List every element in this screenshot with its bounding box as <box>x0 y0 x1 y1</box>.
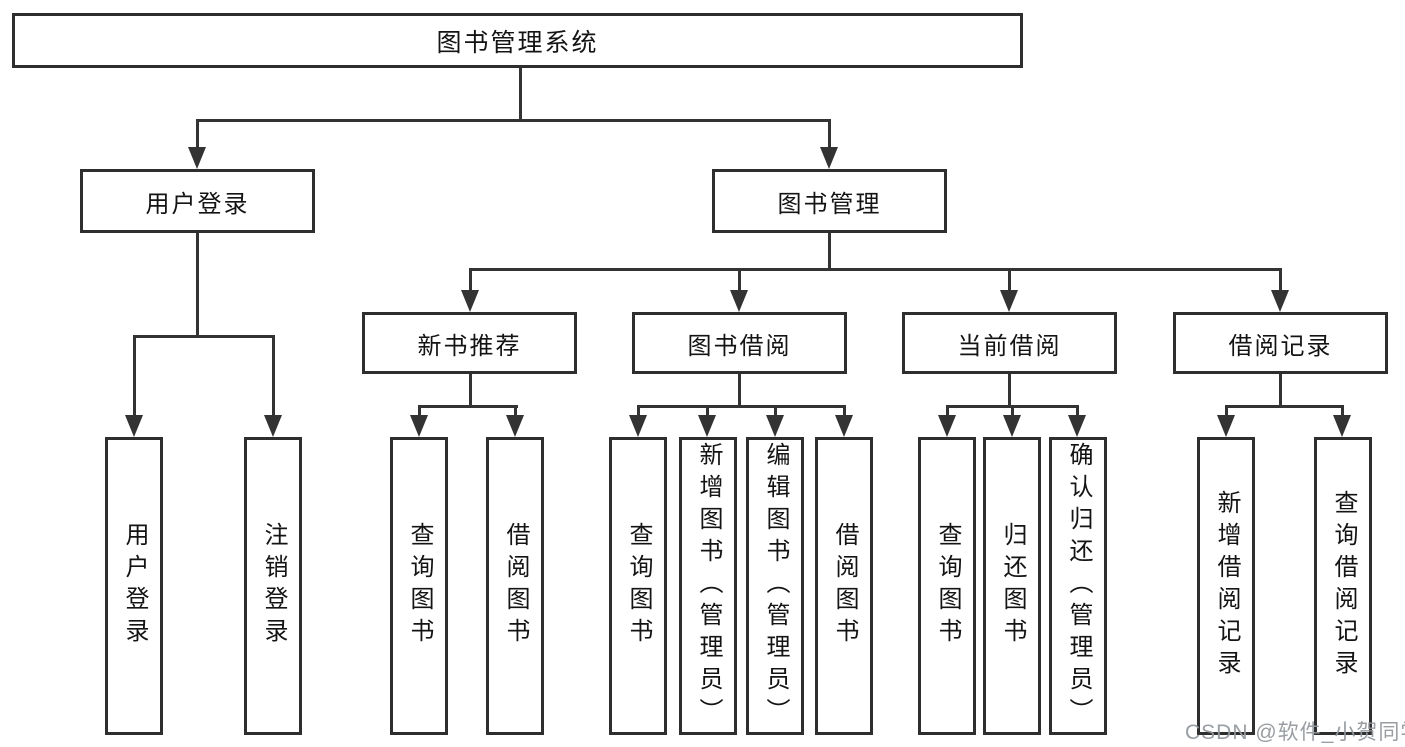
connector-drop <box>1076 405 1079 415</box>
connector-root-stem <box>519 66 522 121</box>
arrowhead-down-icon <box>629 415 647 437</box>
arrowhead-down-icon <box>766 415 784 437</box>
connector-rail <box>418 405 518 408</box>
connector-stem <box>1279 374 1282 408</box>
connector-drop <box>133 335 136 415</box>
arrowhead-down-icon <box>1000 290 1018 312</box>
connector-drop <box>843 405 846 415</box>
leaf-add-books-admin: 新增图书（管理员） <box>679 437 737 735</box>
node-new-book-recommendation: 新书推荐 <box>362 312 577 374</box>
csdn-watermark: CSDN @软件_小贺同学 <box>1185 721 1405 744</box>
connector-stem <box>1008 374 1011 408</box>
connector-drop-user-login <box>196 119 199 149</box>
leaf-add-borrow-record: 新增借阅记录 <box>1197 437 1255 735</box>
connector-drop <box>1341 405 1344 415</box>
connector-drop <box>1279 268 1282 290</box>
connector-rail <box>1225 405 1344 408</box>
node-library-management-system: 图书管理系统 <box>12 13 1023 68</box>
leaf-return-books: 归还图书 <box>983 437 1041 735</box>
connector-book-mgmt-rail <box>469 268 1282 271</box>
connector-book-mgmt-stem <box>828 233 831 271</box>
arrowhead-down-icon <box>698 415 716 437</box>
arrowhead-down-icon <box>835 415 853 437</box>
connector-drop <box>637 405 640 415</box>
connector-drop <box>946 405 949 415</box>
connector-user-login-rail <box>133 335 275 338</box>
leaf-logout: 注销登录 <box>244 437 302 735</box>
connector-drop <box>706 405 709 415</box>
leaf-borrow-books-recommend: 借阅图书 <box>486 437 544 735</box>
arrowhead-down-icon <box>1333 415 1351 437</box>
leaf-query-books-borrowing: 查询图书 <box>609 437 667 735</box>
connector-drop <box>514 405 517 415</box>
node-book-borrowing: 图书借阅 <box>632 312 847 374</box>
connector-drop-book-mgmt <box>828 119 831 149</box>
arrowhead-down-icon <box>188 147 206 169</box>
arrowhead-down-icon <box>125 415 143 437</box>
arrowhead-down-icon <box>730 290 748 312</box>
arrowhead-down-icon <box>1217 415 1235 437</box>
node-current-borrowing: 当前借阅 <box>902 312 1117 374</box>
connector-drop <box>418 405 421 415</box>
connector-root-rail <box>196 119 831 122</box>
leaf-confirm-return-admin: 确认归还（管理员） <box>1049 437 1107 735</box>
connector-stem <box>469 374 472 408</box>
connector-rail <box>637 405 846 408</box>
arrowhead-down-icon <box>938 415 956 437</box>
leaf-user-login: 用户登录 <box>105 437 163 735</box>
arrowhead-down-icon <box>1003 415 1021 437</box>
node-book-management-branch: 图书管理 <box>712 169 947 233</box>
node-borrowing-records: 借阅记录 <box>1173 312 1388 374</box>
leaf-edit-books-admin: 编辑图书（管理员） <box>746 437 804 735</box>
node-user-login-branch: 用户登录 <box>80 169 315 233</box>
connector-drop <box>469 268 472 290</box>
leaf-query-borrow-record: 查询借阅记录 <box>1314 437 1372 735</box>
connector-drop <box>1225 405 1228 415</box>
connector-drop <box>272 335 275 415</box>
arrowhead-down-icon <box>264 415 282 437</box>
arrowhead-down-icon <box>1068 415 1086 437</box>
leaf-borrow-books: 借阅图书 <box>815 437 873 735</box>
connector-drop <box>1011 405 1014 415</box>
connector-stem <box>738 374 741 408</box>
connector-drop <box>738 268 741 290</box>
leaf-query-books-current: 查询图书 <box>918 437 976 735</box>
connector-drop <box>774 405 777 415</box>
connector-drop <box>1008 268 1011 290</box>
arrowhead-down-icon <box>1271 290 1289 312</box>
leaf-query-books-recommend: 查询图书 <box>390 437 448 735</box>
arrowhead-down-icon <box>461 290 479 312</box>
arrowhead-down-icon <box>410 415 428 437</box>
arrowhead-down-icon <box>820 147 838 169</box>
connector-user-login-stem <box>196 233 199 338</box>
arrowhead-down-icon <box>506 415 524 437</box>
